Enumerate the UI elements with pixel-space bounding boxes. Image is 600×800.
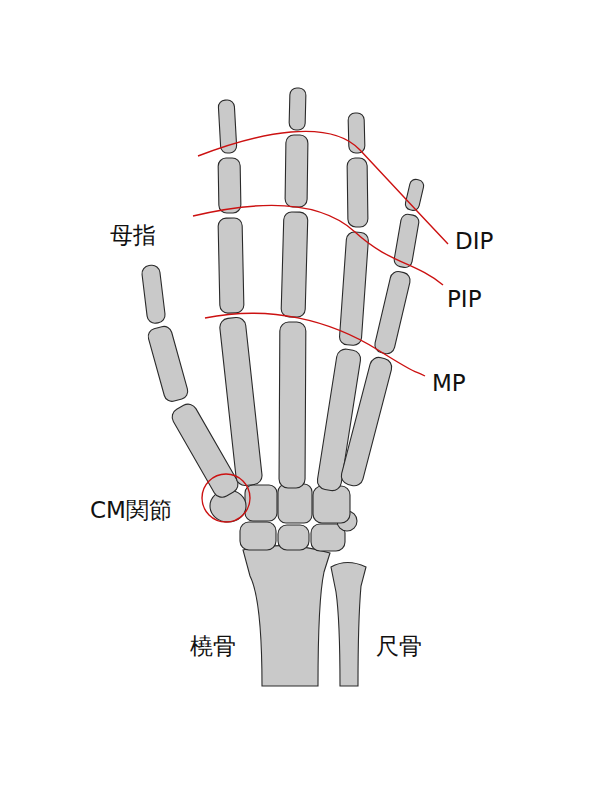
joint-label: CM関節 [90,497,172,525]
phalanx [285,135,308,207]
ulna-bone [331,563,366,687]
phalanx [218,218,244,313]
carpal-bone [278,484,312,523]
phalanx [339,232,369,346]
bone-label: 橈骨 [190,633,236,661]
bone-label: 尺骨 [376,633,422,661]
metacarpal [279,322,306,488]
joint-label: MP [432,370,466,398]
thumb-phalanx [146,325,189,404]
joint-lines [193,131,448,522]
carpal-bone [313,486,350,523]
thumb-phalanx [141,264,166,324]
metacarpal [219,317,263,487]
mp-line [205,313,425,376]
finger-label: 母指 [110,222,156,250]
phalanx [373,270,411,355]
carpal-bone [278,525,309,550]
dip-line [198,131,448,244]
joint-label: PIP [447,286,482,314]
carpal-bone [240,522,276,550]
phalanx [281,212,308,318]
phalanx [218,158,241,213]
bones [141,88,425,686]
phalanx [289,88,306,130]
phalanx [347,158,368,227]
metacarpal [339,355,393,487]
pip-line [193,205,443,285]
cm-joint-circle [202,474,250,522]
phalanx [404,178,425,211]
joint-label: DIP [455,228,493,256]
radius-bone [243,546,330,686]
